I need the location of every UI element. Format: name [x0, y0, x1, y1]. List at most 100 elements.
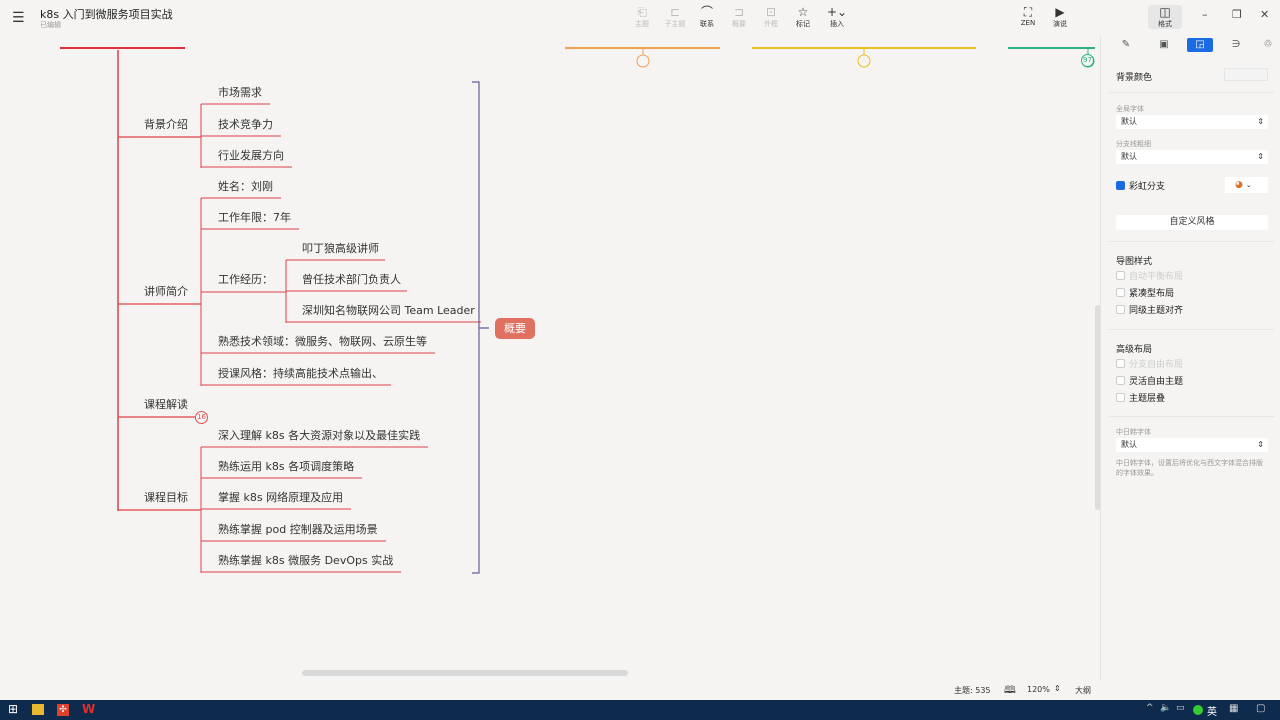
collapsed-count-badge[interactable]: 16 — [195, 411, 208, 424]
minimize-button[interactable]: – — [1202, 8, 1208, 21]
topic-node[interactable]: 技术竞争力 — [218, 118, 273, 131]
structure-tab-icon[interactable]: ∋ — [1231, 39, 1241, 50]
global-font-select[interactable]: 默认⇕ — [1116, 115, 1268, 129]
topic-count: 主题: 535 — [954, 686, 991, 695]
close-button[interactable]: ✕ — [1260, 8, 1270, 21]
map-tab-icon[interactable]: ◲ — [1187, 38, 1213, 52]
horizontal-scrollbar[interactable] — [302, 670, 628, 676]
toolbar-subtopic-button[interactable]: ⊏子主题 — [658, 5, 692, 29]
format-panel: ✎ ▣ ◲ ∋ ♲ 背景颜色 全局字体 默认⇕ 分支线粗细 默认⇕ 彩虹分支 ◕… — [1100, 36, 1280, 680]
zoom-level[interactable]: 120% — [1027, 685, 1050, 694]
collapse-toggle[interactable] — [857, 54, 871, 68]
notification-icon[interactable]: ▢ — [1256, 703, 1266, 714]
topic-node[interactable]: 姓名：刘刚 — [218, 180, 273, 193]
document-status: 已编辑 — [40, 21, 61, 29]
topic-node[interactable]: 市场需求 — [218, 86, 262, 99]
cjk-font-label: 中日韩字体 — [1116, 428, 1151, 436]
toolbar-fullscreen-button[interactable]: ⛶ZEN — [1011, 5, 1045, 27]
zoom-stepper-icon[interactable]: ⇕ — [1054, 684, 1061, 693]
advanced_options-checkbox[interactable]: 主题层叠 — [1116, 393, 1165, 405]
collapse-toggle[interactable] — [636, 54, 650, 68]
map_style_options-checkbox[interactable]: 同级主题对齐 — [1116, 305, 1183, 317]
bg-color-label: 背景颜色 — [1116, 73, 1153, 83]
relation-icon: ⌒ — [700, 5, 713, 19]
canvas-tab-icon[interactable]: ▣ — [1159, 39, 1169, 50]
topic-node[interactable]: 行业发展方向 — [218, 149, 284, 162]
toolbar-play-button[interactable]: ▶演说 — [1043, 5, 1077, 29]
document-title: k8s 入门到微服务项目实战 — [40, 8, 173, 21]
custom-style-button[interactable]: 自定义风格 — [1116, 215, 1268, 230]
toolbar-star-button[interactable]: ☆标记 — [786, 5, 820, 29]
topic-node[interactable]: 熟悉技术领域：微服务、物联网、云原生等 — [218, 335, 427, 348]
subtopic-node[interactable]: 曾任技术部门负责人 — [302, 273, 401, 286]
topic-node[interactable]: 熟练掌握 pod 控制器及运用场景 — [218, 523, 378, 536]
topic-node[interactable]: 熟练掌握 k8s 微服务 DevOps 实战 — [218, 554, 394, 567]
toolbar-plus-button[interactable]: +⌄插入 — [820, 5, 854, 29]
ime-indicator[interactable]: 英 — [1207, 707, 1217, 718]
tray-arrow-icon[interactable]: ^ — [1146, 703, 1154, 713]
toolbar-boundary-button[interactable]: ⊡外框 — [754, 5, 788, 29]
star-icon: ☆ — [797, 5, 809, 19]
file-explorer-icon[interactable] — [32, 704, 44, 715]
branch-node[interactable]: 讲师简介 — [144, 285, 188, 298]
book-icon[interactable]: 🕮 — [1004, 685, 1016, 696]
topic-node[interactable]: 工作经历： — [218, 273, 273, 286]
toolbar-summary-button[interactable]: ⊐概要 — [722, 5, 756, 29]
windows-start-icon[interactable]: ⊞ — [8, 702, 19, 716]
collapsed-count-badge[interactable]: 97 — [1081, 54, 1094, 67]
app-tray-icon[interactable] — [1193, 705, 1203, 715]
branch-node[interactable]: 课程解读 — [144, 398, 188, 411]
topic-node[interactable]: 熟练运用 k8s 各项调度策略 — [218, 460, 355, 473]
network-icon[interactable]: ▭ — [1176, 703, 1185, 713]
subtopic-icon: ⊏ — [669, 5, 681, 19]
topic-node[interactable]: 授课风格：持续高能技术点输出、 — [218, 367, 383, 380]
advanced_options-checkbox[interactable]: 分支自由布局 — [1116, 359, 1183, 371]
volume-icon[interactable]: 🔈 — [1160, 703, 1172, 713]
toolbar-relation-button[interactable]: ⌒联系 — [690, 5, 724, 29]
subtopic-node[interactable]: 深圳知名物联网公司 Team Leader — [302, 304, 475, 317]
branch-width-select[interactable]: 默认⇕ — [1116, 150, 1268, 164]
summary-bracket — [472, 81, 489, 574]
advanced-layout-title: 高级布局 — [1116, 345, 1153, 355]
rainbow-color-dropdown[interactable]: ◕ ⌄ — [1225, 177, 1268, 193]
cjk-font-note: 中日韩字体，设置后将优化与西文字体混合排版的字体效果。 — [1116, 459, 1263, 477]
summary-icon: ⊐ — [733, 5, 745, 19]
toolbar-topic-button[interactable]: ⎗主题 — [625, 5, 659, 29]
keyboard-icon[interactable]: ▦ — [1229, 703, 1239, 714]
topic-node[interactable]: 工作年限：7年 — [218, 211, 291, 224]
branch-width-label: 分支线粗细 — [1116, 140, 1151, 148]
branch-node[interactable]: 背景介绍 — [144, 118, 188, 131]
vertical-scrollbar[interactable] — [1095, 305, 1101, 510]
boundary-icon: ⊡ — [765, 5, 777, 19]
title-toolbar: ☰ k8s 入门到微服务项目实战 已编辑 ⎗主题⊏子主题⌒联系⊐概要⊡外框☆标记… — [0, 0, 1280, 36]
subtopic-node[interactable]: 叩丁狼高级讲师 — [302, 242, 379, 255]
rainbow-branch-checkbox[interactable]: 彩虹分支 — [1116, 181, 1165, 193]
toolbar-panel-button[interactable]: ◫格式 — [1148, 5, 1182, 29]
topic-node[interactable]: 掌握 k8s 网络原理及应用 — [218, 491, 344, 504]
summary-node[interactable]: 概要 — [495, 318, 535, 339]
restore-button[interactable]: ❐ — [1232, 8, 1242, 21]
topic-node[interactable]: 深入理解 k8s 各大资源对象以及最佳实践 — [218, 429, 421, 442]
plus-icon: +⌄ — [826, 5, 848, 19]
map_style_options-checkbox[interactable]: 自动平衡布局 — [1116, 271, 1183, 283]
map_style_options-checkbox[interactable]: 紧凑型布局 — [1116, 288, 1174, 300]
taskbar: ⊞ ✣ W ^ 🔈 ▭ 英 ▦ ▢ — [0, 700, 1280, 720]
mindmap-lines — [60, 47, 1095, 574]
outline-button[interactable]: 大纲 — [1075, 686, 1091, 695]
hamburger-icon[interactable]: ☰ — [12, 10, 25, 26]
play-icon: ▶ — [1055, 5, 1065, 19]
map-style-title: 导图样式 — [1116, 257, 1153, 267]
fullscreen-icon: ⛶ — [1023, 5, 1033, 19]
style-tab-icon[interactable]: ✎ — [1121, 39, 1131, 50]
wps-app-icon[interactable]: W — [82, 702, 96, 716]
status-bar: 主题: 535 🕮 120% ⇕ 大纲 — [0, 680, 1280, 700]
xmind-app-icon[interactable]: ✣ — [57, 704, 69, 716]
bg-color-swatch[interactable] — [1224, 68, 1268, 81]
advanced_options-checkbox[interactable]: 灵活自由主题 — [1116, 376, 1183, 388]
global-font-label: 全局字体 — [1116, 105, 1144, 113]
mindmap-canvas[interactable]: 97 背景介绍 市场需求技术竞争力行业发展方向讲师简介 姓名：刘刚工作年限：7年工作经… — [0, 36, 1095, 680]
theme-tab-icon[interactable]: ♲ — [1263, 39, 1273, 50]
topic-icon: ⎗ — [637, 5, 647, 19]
cjk-font-select[interactable]: 默认⇕ — [1116, 438, 1268, 452]
branch-node[interactable]: 课程目标 — [144, 491, 188, 504]
